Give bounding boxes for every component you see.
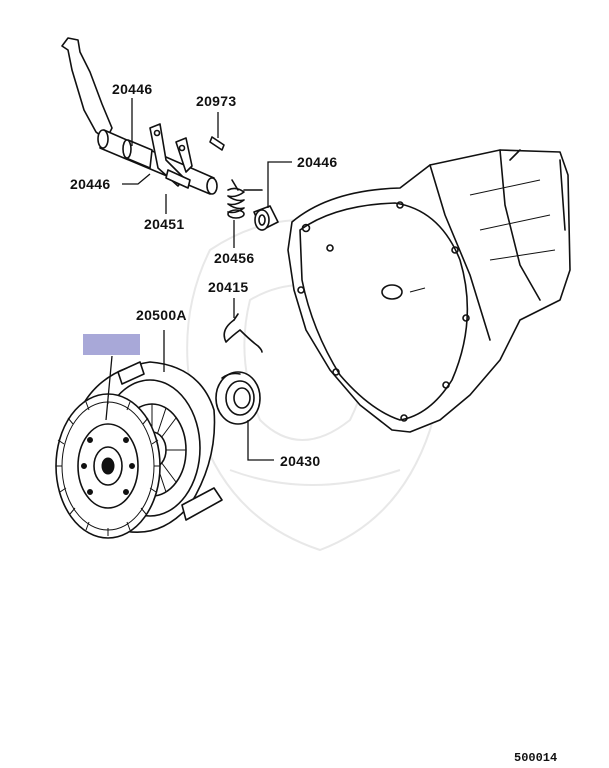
label-20430: 20430 [280,453,320,469]
clip-20415 [223,313,263,353]
bushing-20446 [253,205,279,231]
figure-code: 500014 [514,751,557,765]
return-spring-20456 [227,179,263,219]
label-20451: 20451 [144,216,184,232]
label-20415: 20415 [208,279,248,295]
label-20446-top: 20446 [112,81,152,97]
label-20456: 20456 [214,250,254,266]
label-20500A: 20500A [136,307,187,323]
release-bearing-20430 [215,371,261,425]
leader-lines [105,98,292,461]
clutch-disc [55,393,161,539]
highlight-box [83,334,140,355]
pin-20973 [209,136,225,151]
label-20446-right: 20446 [297,154,337,170]
release-fork-assembly [61,37,218,195]
transmission-case [287,149,571,433]
label-20973: 20973 [196,93,236,109]
label-20446-left: 20446 [70,176,110,192]
